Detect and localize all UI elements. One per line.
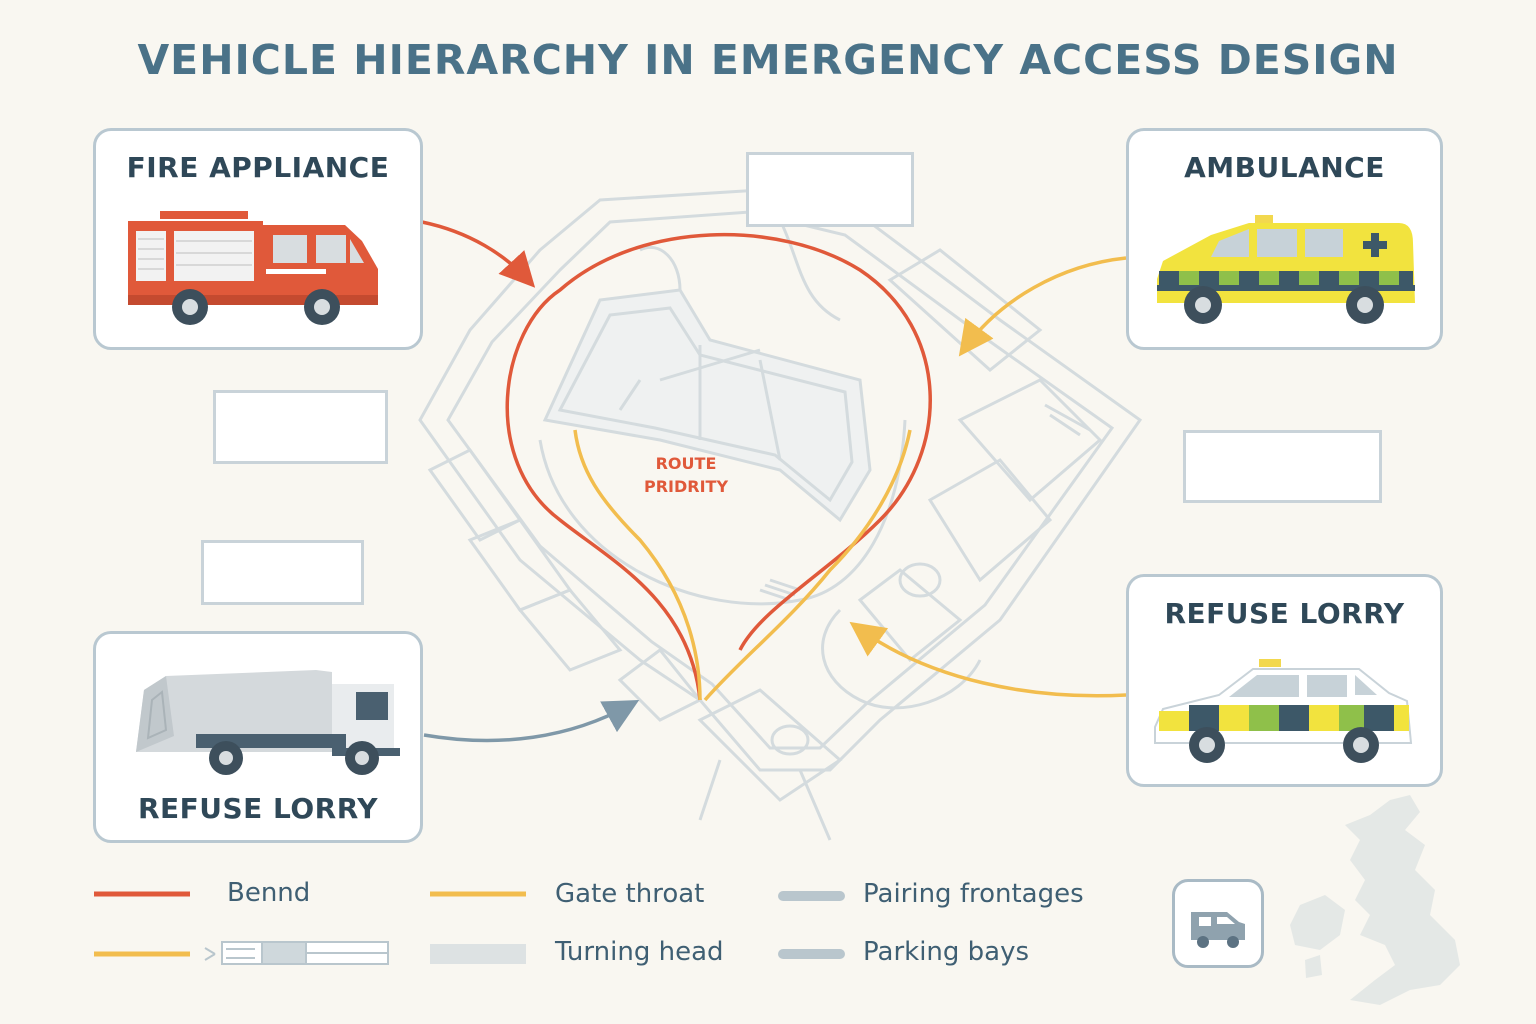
blank-label-right (1183, 430, 1382, 503)
route-priority-label: ROUTE PRIDRITY (616, 452, 756, 498)
legend-label-parking-bays: Parking bays (863, 937, 1030, 967)
police-car-icon (1154, 659, 1413, 763)
gate-route-right (703, 429, 912, 702)
legend-label-bend: Bennd (227, 878, 311, 908)
legend-label-turning-head: Turning head (555, 937, 724, 967)
ambulance-connector (958, 256, 1127, 357)
legend-label-pairing-frontages: Pairing frontages (863, 879, 1084, 909)
gate-route-left (573, 429, 702, 701)
ambulance-icon (1157, 215, 1415, 324)
blank-label-top (746, 152, 914, 227)
refuse-right-connector (849, 621, 1127, 698)
route-priority-line-2: PRIDRITY (643, 477, 729, 496)
card-label-refuse-left: REFUSE LORRY (137, 792, 379, 825)
legend-label-gate-throat: Gate throat (555, 879, 705, 909)
van-badge (1172, 879, 1264, 968)
blank-label-left-1 (213, 390, 388, 464)
route-priority-line-1: ROUTE (655, 454, 717, 473)
page-title: VEHICLE HIERARCHY IN EMERGENCY ACCESS DE… (137, 36, 1399, 84)
card-ambulance: AMBULANCE (1126, 128, 1443, 350)
card-label-ambulance: AMBULANCE (1184, 151, 1385, 184)
card-label-fire: FIRE APPLIANCE (126, 151, 390, 184)
uk-map-icon (1290, 795, 1460, 1005)
fire-connector (421, 220, 536, 288)
card-refuse-lorry-left: REFUSE LORRY (93, 631, 423, 843)
van-icon (1191, 912, 1245, 948)
legend-swatch-gate-diagram (204, 941, 389, 965)
card-label-refuse-right: REFUSE LORRY (1164, 597, 1405, 630)
card-refuse-lorry-right: REFUSE LORRY (1126, 574, 1443, 787)
fire-route-loop (505, 232, 932, 701)
legend-swatch-turning (430, 944, 526, 964)
refuse-left-connector (423, 699, 640, 743)
blank-label-left-2 (201, 540, 364, 605)
fire-engine-icon (128, 211, 378, 325)
card-fire-appliance: FIRE APPLIANCE (93, 128, 423, 350)
refuse-lorry-icon (136, 670, 400, 775)
